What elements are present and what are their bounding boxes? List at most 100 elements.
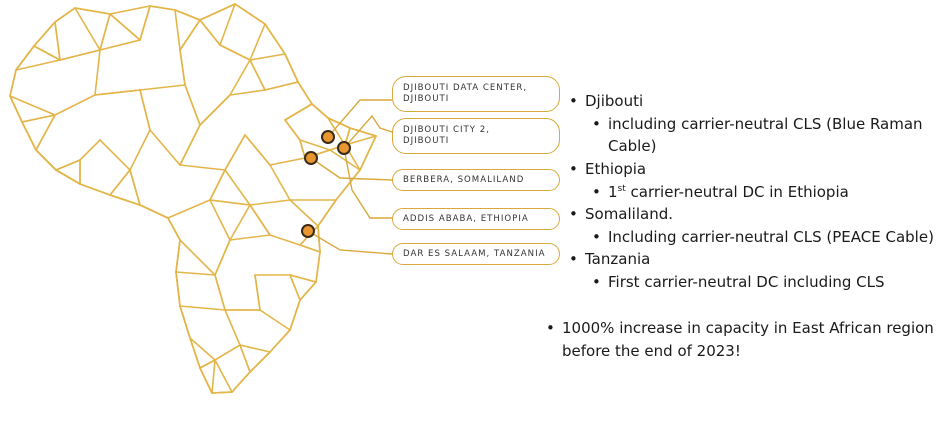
network-edge — [289, 299, 301, 331]
network-edge — [199, 367, 213, 394]
network-edge — [254, 274, 261, 311]
network-edge — [229, 89, 266, 96]
network-edge — [99, 139, 131, 171]
network-edge — [349, 127, 377, 137]
network-edge — [74, 7, 101, 51]
network-edge — [284, 103, 313, 121]
network-edge — [249, 53, 286, 61]
network-edge — [231, 371, 251, 393]
network-edge — [284, 53, 299, 83]
network-edge — [54, 7, 76, 23]
bullet-ethiopia: • Ethiopia — [569, 160, 647, 178]
network-edge — [229, 59, 251, 96]
network-edge — [327, 117, 351, 129]
network-edge — [74, 7, 111, 15]
network-edge — [299, 281, 317, 301]
network-edge — [269, 329, 291, 353]
label-berbera: BERBERA, SOMALILAND — [392, 169, 560, 191]
network-edge — [79, 139, 101, 161]
network-edge — [209, 199, 231, 241]
bullet-somaliland: • Somaliland. — [569, 205, 673, 223]
network-edge — [199, 94, 231, 126]
network-edge — [214, 359, 233, 393]
network-edge — [297, 81, 313, 105]
network-edge — [214, 239, 231, 276]
network-edge — [359, 135, 377, 171]
network-edge — [139, 84, 186, 91]
network-edge — [214, 344, 241, 361]
network-edge — [315, 251, 321, 283]
network-mesh — [9, 3, 377, 394]
network-edge — [189, 337, 201, 369]
network-edge — [167, 199, 211, 219]
network-edge — [264, 81, 299, 91]
network-edge — [33, 45, 61, 61]
network-edge — [249, 199, 291, 206]
network-edge — [299, 244, 321, 253]
network-edge — [229, 234, 271, 241]
network-edge — [289, 274, 301, 301]
network-edge — [219, 44, 251, 61]
network-edge — [175, 271, 216, 276]
network-edge — [54, 21, 61, 61]
network-edge — [179, 164, 226, 171]
network-edge — [199, 19, 221, 46]
network-edge — [209, 199, 251, 206]
label-addis-ababa: ADDIS ABABA, ETHIOPIA — [392, 208, 560, 230]
leader-line — [327, 99, 392, 138]
network-edge — [249, 23, 266, 61]
network-edge — [299, 139, 306, 159]
network-edge — [109, 194, 141, 206]
network-edge — [174, 9, 201, 21]
network-edge — [199, 3, 236, 21]
network-edge — [229, 204, 251, 241]
bullet-summary: • 1000% increase in capacity in East Afr… — [546, 319, 934, 337]
network-edge — [264, 23, 286, 55]
leader-line — [343, 147, 392, 219]
africa-outline — [9, 3, 377, 394]
network-edge — [244, 134, 271, 166]
network-edge — [179, 49, 186, 86]
network-edge — [239, 344, 251, 373]
leader-line — [310, 157, 393, 181]
network-edge — [21, 121, 37, 151]
network-edge — [179, 305, 226, 311]
network-edge — [167, 217, 181, 241]
network-edge — [289, 274, 317, 283]
africa-network-map — [9, 3, 393, 394]
network-edge — [219, 3, 236, 46]
network-edge — [284, 119, 301, 141]
network-edge — [311, 103, 329, 119]
network-edge — [224, 309, 241, 346]
network-edge — [79, 183, 111, 196]
location-pin-icon — [321, 130, 335, 144]
network-edge — [335, 169, 361, 201]
network-edge — [9, 69, 17, 97]
label-leader-lines — [307, 99, 393, 255]
bullet-tanzania: • Tanzania — [569, 250, 651, 268]
network-edge — [99, 39, 141, 51]
label-dar-es-salaam: DAR ES SALAAM, TANZANIA — [392, 243, 560, 265]
network-edge — [249, 351, 271, 373]
network-edge — [224, 169, 251, 206]
network-edge — [129, 169, 141, 206]
leader-line — [307, 230, 393, 255]
bullet-djibouti-sub-cont: Cable) — [608, 137, 657, 155]
bullet-tanzania-sub: • First carrier-neutral DC including CLS — [592, 273, 885, 291]
network-edge — [35, 114, 56, 151]
bullet-somaliland-sub: • Including carrier-neutral CLS (PEACE C… — [592, 228, 934, 246]
location-pin-icon — [301, 224, 315, 238]
network-edge — [327, 117, 346, 146]
network-edge — [35, 149, 57, 171]
network-edge — [9, 95, 23, 123]
bullet-djibouti: • Djibouti — [569, 92, 644, 110]
leader-line — [343, 114, 393, 149]
network-edge — [21, 114, 56, 123]
bullet-ethiopia-sub: • 1st carrier-neutral DC in Ethiopia — [592, 183, 849, 201]
network-edge — [239, 344, 271, 353]
network-edge — [184, 84, 201, 126]
network-edge — [9, 95, 56, 116]
network-edge — [149, 5, 176, 11]
network-edge — [259, 309, 291, 331]
network-edge — [209, 169, 226, 201]
